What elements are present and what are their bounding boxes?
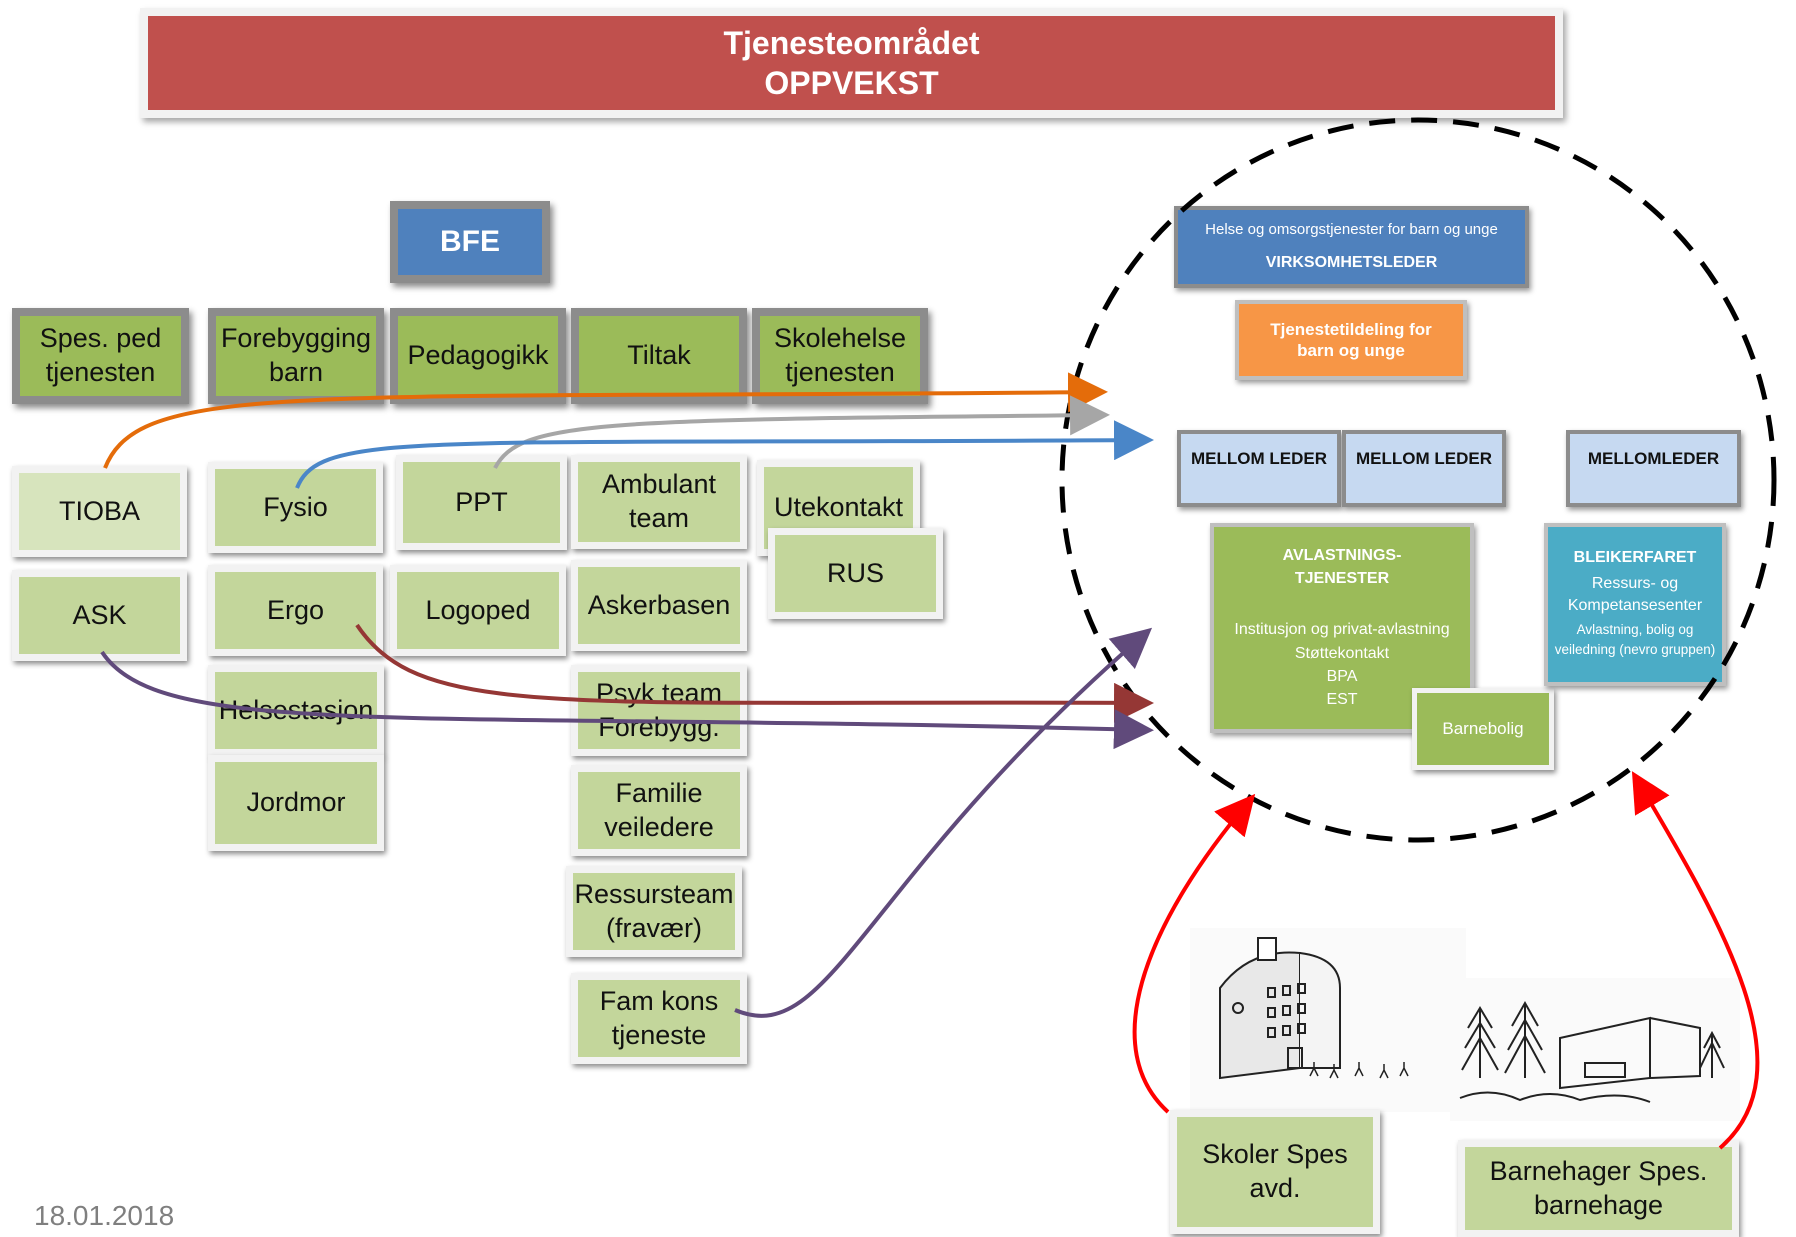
avlastning-title: AVLASTNINGS- TJENESTER	[1282, 547, 1402, 588]
header-pedagogikk: Pedagogikk	[390, 308, 566, 404]
arrow-tioba	[103, 372, 1108, 469]
title-line-1: Tjenesteområdet	[723, 25, 980, 61]
virksomhetsleder-label: VIRKSOMHETSLEDER	[1265, 254, 1438, 272]
header-skolehelse: Skolehelse tjenesten	[752, 308, 928, 404]
kindergarten-drawing	[1459, 1000, 1725, 1103]
arrow-famkons	[734, 627, 1153, 1018]
unit-ppt: PPT	[396, 455, 567, 550]
unit-ambulant-team: Ambulant team	[571, 455, 747, 549]
unit-helsestasjon: Helsestasjon	[208, 665, 384, 756]
arrow-barnehager	[1631, 771, 1760, 1150]
unit-logoped: Logoped	[390, 565, 566, 656]
bleikerfaret-description: Avlastning, bolig og veiledning (nevro g…	[1554, 621, 1716, 658]
title-line-2: OPPVEKST	[764, 65, 939, 101]
mellomleder-3: MELLOMLEDER	[1566, 430, 1741, 507]
helse-line: Helse og omsorgstjenester for barn og un…	[1205, 220, 1498, 238]
barnehager-box: Barnehager Spes. barnehage	[1458, 1140, 1739, 1237]
bleikerfaret-box: BLEIKERFARET Ressurs- og Kompetansesente…	[1544, 523, 1726, 686]
unit-rus: RUS	[768, 528, 943, 619]
barnebolig-box: Barnebolig	[1412, 688, 1554, 770]
arrow-fysio	[295, 420, 1154, 489]
unit-familie-veiledere: Familie veiledere	[571, 765, 747, 856]
tjenestetildeling-box: Tjenestetildeling for barn og unge	[1235, 300, 1467, 380]
school-illustration	[1190, 928, 1466, 1112]
arrow-ask	[100, 650, 1154, 750]
unit-askerbasen: Askerbasen	[571, 560, 747, 651]
footer-date: 18.01.2018	[34, 1200, 175, 1231]
arrow-ergo	[355, 623, 1154, 723]
unit-ergo: Ergo	[208, 565, 383, 656]
unit-fysio: Fysio	[208, 462, 383, 553]
header-spes-ped: Spes. ped tjenesten	[12, 308, 189, 404]
school-drawing	[1219, 937, 1409, 1080]
kindergarten-illustration	[1450, 978, 1740, 1121]
bfe-box: BFE	[390, 201, 550, 283]
dashed-boundary-circle	[1059, 117, 1777, 843]
unit-psyk-team: Psyk team Forebygg.	[571, 665, 747, 756]
avlastning-item-3: BPA	[1326, 667, 1358, 685]
unit-jordmor: Jordmor	[208, 755, 384, 851]
header-forebygging: Forebygging barn	[208, 308, 384, 404]
mellomleder-1: MELLOM LEDER	[1177, 430, 1341, 507]
unit-ressursteam: Ressursteam (fravær)	[566, 866, 742, 957]
virksomhetsleder-box: Helse og omsorgstjenester for barn og un…	[1174, 206, 1529, 288]
avlastning-item-4: EST	[1326, 690, 1358, 708]
avlastning-item-1: Institusjon og privat-avlastning	[1234, 621, 1450, 639]
unit-tioba: TIOBA	[12, 466, 187, 557]
unit-fam-kons: Fam kons tjeneste	[571, 973, 747, 1064]
arrow-skoler	[1132, 793, 1256, 1114]
header-tiltak: Tiltak	[571, 308, 747, 404]
mellomleder-2: MELLOM LEDER	[1342, 430, 1506, 507]
unit-ask: ASK	[12, 570, 187, 661]
bleikerfaret-subtitle: Ressurs- og Kompetansesenter	[1567, 575, 1703, 615]
avlastning-item-2: Støttekontakt	[1294, 644, 1390, 662]
title-banner: Tjenesteområdet OPPVEKST	[140, 8, 1563, 118]
skoler-box: Skoler Spes avd.	[1170, 1110, 1380, 1234]
bleikerfaret-title: BLEIKERFARET	[1573, 549, 1697, 566]
arrow-ppt	[493, 395, 1110, 469]
